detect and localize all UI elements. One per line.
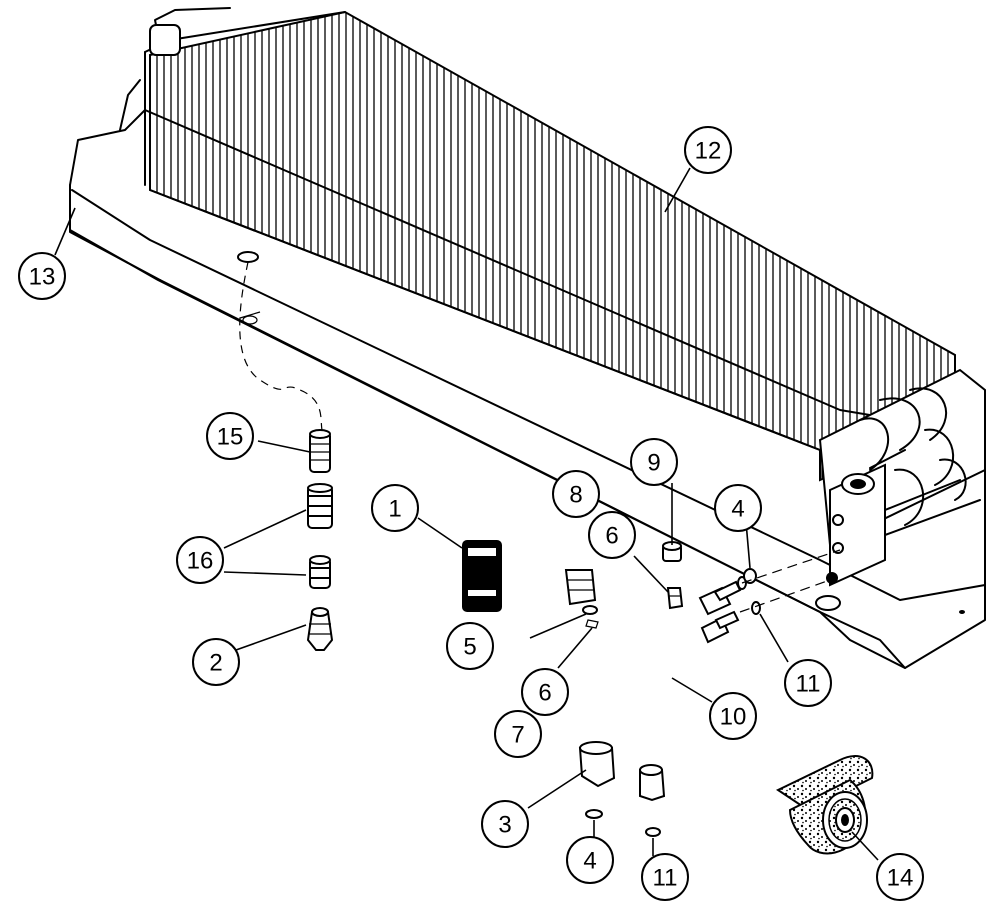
- o-ring-11-bottom: [645, 827, 661, 837]
- exploded-line: [741, 549, 841, 584]
- callout-label: 4: [583, 848, 596, 875]
- callout-label: 1: [388, 496, 401, 523]
- callout-6-upper: 6: [588, 511, 636, 559]
- callout-label: 13: [29, 264, 56, 291]
- callout-label: 12: [695, 138, 722, 165]
- callout-4-lower: 4: [566, 836, 614, 884]
- callout-label: 9: [647, 450, 660, 477]
- callout-label: 5: [463, 634, 476, 661]
- callout-label: 11: [653, 865, 678, 892]
- callout-label: 16: [187, 548, 214, 575]
- callout-label: 2: [209, 650, 222, 677]
- drain-valve-2: [306, 607, 334, 651]
- o-ring-4-top: [743, 568, 757, 584]
- drain-valve-15: [309, 429, 331, 473]
- callout-10: 10: [709, 692, 757, 740]
- callout-4-upper: 4: [714, 484, 762, 532]
- suction-tube: [578, 576, 747, 788]
- callout-label: 10: [720, 704, 747, 731]
- callout-11-upper: 11: [784, 659, 832, 707]
- callout-label: 15: [217, 424, 244, 451]
- leader-lines: [54, 167, 879, 861]
- liquid-tube: [639, 610, 740, 802]
- callout-1: 1: [371, 484, 419, 532]
- callout-12: 12: [684, 126, 732, 174]
- callout-5: 5: [446, 622, 494, 670]
- drain-path-dashed: [239, 261, 323, 431]
- callout-label: 4: [731, 496, 744, 523]
- callout-16: 16: [176, 536, 224, 584]
- callout-11-lower: 11: [641, 853, 689, 901]
- callout-8: 8: [552, 470, 600, 518]
- callout-label: 11: [796, 671, 821, 698]
- callout-label: 8: [569, 482, 582, 509]
- callout-7: 7: [494, 710, 542, 758]
- drain-valve-16-lower: [309, 555, 331, 589]
- callout-3: 3: [481, 800, 529, 848]
- callout-15: 15: [206, 412, 254, 460]
- pressure-switch: [462, 509, 599, 629]
- callout-6-lower: 6: [521, 668, 569, 716]
- callout-9: 9: [630, 438, 678, 486]
- callout-label: 7: [511, 722, 524, 749]
- drain-pan: [69, 109, 986, 669]
- callout-label: 6: [605, 523, 618, 550]
- callout-13: 13: [18, 252, 66, 300]
- o-ring-11-top: [751, 601, 761, 615]
- callout-2: 2: [192, 638, 240, 686]
- callout-label: 3: [498, 812, 511, 839]
- drain-valve-16-upper: [307, 483, 333, 529]
- heater-core: [119, 7, 986, 587]
- o-ring-4-bottom: [585, 809, 603, 819]
- callout-label: 6: [538, 680, 551, 707]
- callout-14: 14: [876, 853, 924, 901]
- foam-tape-roll: [775, 755, 874, 855]
- callout-label: 14: [887, 865, 914, 892]
- schrader-valve-6: [666, 587, 684, 610]
